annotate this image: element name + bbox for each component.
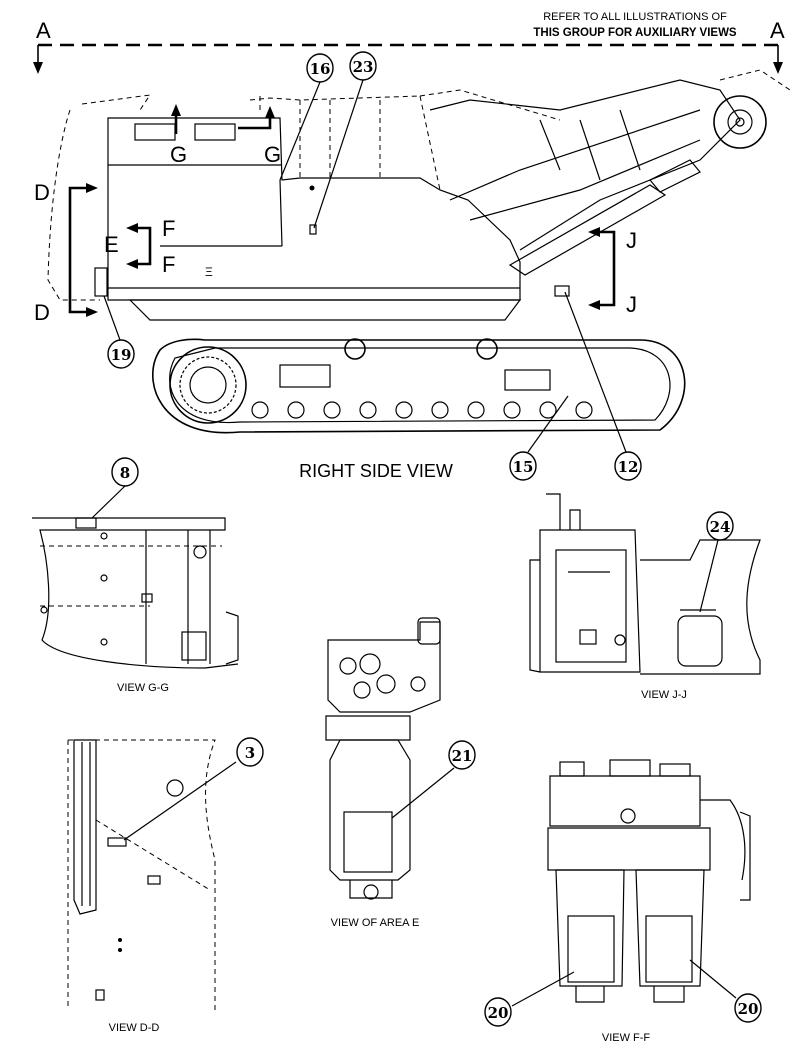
view-j-j [529, 493, 761, 675]
view-f-f [547, 759, 751, 1003]
section-f-top-label: F [162, 216, 175, 241]
main-view-title: RIGHT SIDE VIEW [299, 461, 453, 481]
section-markers: D D E F F G G J J [34, 104, 637, 325]
section-a-line [33, 43, 783, 74]
section-a-right-label: A [770, 18, 785, 43]
callout-15-number: 15 [513, 458, 534, 476]
callout-20-left: 20 [484, 971, 575, 1027]
callout-16: 16 [160, 53, 334, 247]
view-gg-title: VIEW G-G [117, 682, 169, 694]
section-d-top-label: D [34, 180, 50, 205]
callout-12-number: 12 [618, 458, 639, 476]
callout-20-right: 20 [689, 959, 762, 1023]
view-ff-title: VIEW F-F [602, 1032, 651, 1044]
callout-24: 24 [699, 511, 734, 613]
callout-15: 15 [509, 395, 569, 481]
section-g-left-label: G [170, 142, 187, 167]
callout-20-right-number: 20 [738, 1000, 759, 1018]
svg-text:Ξ: Ξ [205, 265, 213, 279]
callout-8-number: 8 [120, 464, 130, 482]
section-e-label: E [104, 232, 119, 257]
callout-3: 3 [123, 737, 264, 841]
view-jj-title: VIEW J-J [641, 689, 687, 701]
callout-23-number: 23 [353, 58, 374, 76]
section-d-bottom-label: D [34, 300, 50, 325]
callout-16-number: 16 [310, 60, 331, 78]
callout-21: 21 [391, 740, 476, 819]
view-area-e-title: VIEW OF AREA E [331, 917, 420, 929]
view-g-g [32, 517, 239, 669]
header-note-line1: REFER TO ALL ILLUSTRATIONS OF [543, 11, 727, 23]
view-dd-title: VIEW D-D [109, 1022, 160, 1034]
section-f-bottom-label: F [162, 252, 175, 277]
header-note-line2: THIS GROUP FOR AUXILIARY VIEWS [533, 27, 737, 39]
callout-3-number: 3 [245, 744, 255, 762]
section-a-left-label: A [36, 18, 51, 43]
callout-12: 12 [564, 291, 642, 481]
callout-19-number: 19 [111, 346, 132, 364]
view-area-e [325, 617, 441, 900]
section-j-bottom-label: J [626, 292, 637, 317]
callout-20-left-number: 20 [488, 1004, 509, 1022]
section-g-right-label: G [264, 142, 281, 167]
view-d-d [67, 739, 216, 1010]
callout-21-number: 21 [452, 747, 473, 765]
callout-23: 23 [313, 51, 377, 229]
section-j-top-label: J [626, 228, 637, 253]
callout-19: 19 [103, 295, 135, 369]
excavator-right-side-view: Ξ [47, 69, 791, 434]
callout-8: 8 [91, 457, 139, 519]
callout-24-number: 24 [710, 518, 731, 536]
